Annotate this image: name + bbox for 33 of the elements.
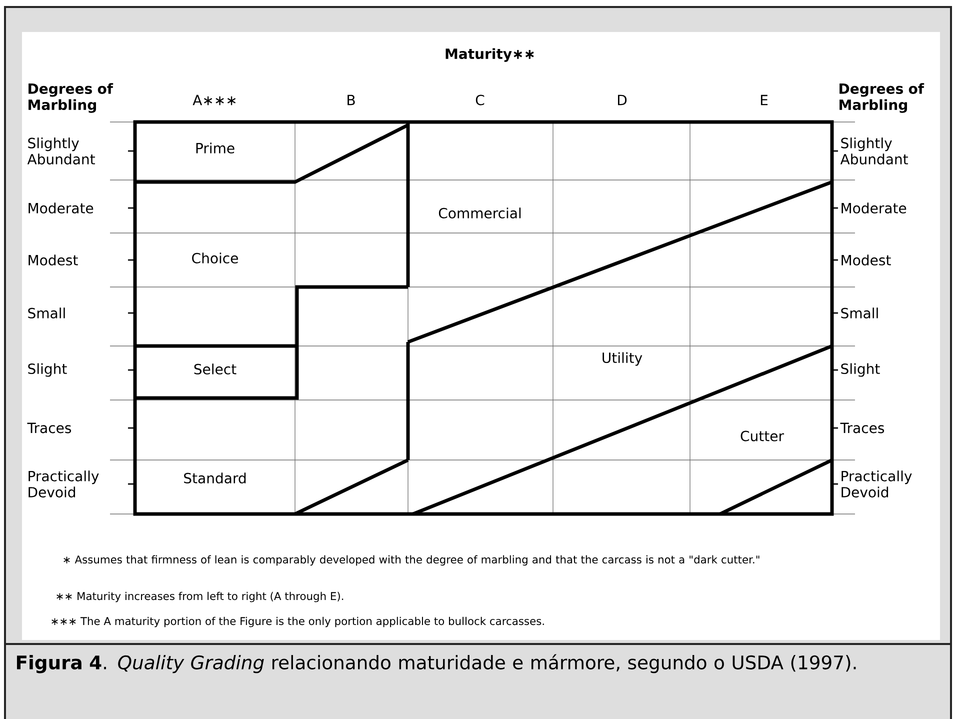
row-label: Practically Devoid <box>842 470 912 498</box>
grade-label: Choice <box>192 252 238 264</box>
column-label: C <box>476 94 484 106</box>
column-label: B <box>348 94 355 106</box>
column-label: A∗∗∗ <box>192 94 236 106</box>
row-label: Modest <box>28 254 78 266</box>
row-label: Moderate <box>28 202 94 214</box>
grade-label: Prime <box>196 142 234 154</box>
grade-label: Standard <box>184 472 246 484</box>
row-label: Slightly Abundant <box>840 138 908 164</box>
grade-label: Commercial <box>438 208 521 218</box>
grade-label: Utility <box>602 352 642 366</box>
axis-title: Maturity∗∗ <box>446 48 534 62</box>
row-label: Small <box>841 308 878 318</box>
row-label: Practically Devoid <box>28 470 99 498</box>
column-label: D <box>618 94 627 106</box>
row-label: Modest <box>842 254 891 266</box>
row-label: Slight <box>28 363 67 377</box>
grade-label: Select <box>194 364 236 374</box>
row-label: Small <box>28 308 65 318</box>
footnote: ∗∗∗ The A maturity portion of the Figure is the only portion applicable to bullock carcasses. <box>52 616 544 628</box>
column-label: E <box>760 94 768 106</box>
row-label: Traces <box>27 422 72 434</box>
footnote: ∗∗ Maturity increases from left to right (A through E). <box>56 592 344 602</box>
grade-label: Cutter <box>740 430 784 442</box>
figure-caption: Figura 4. Quality Grading relacionando maturidade e mármore, segundo o USDA (1997). <box>16 654 856 674</box>
row-label: Slightly Abundant <box>27 138 95 164</box>
axis-title: Degrees of Marbling <box>28 83 114 113</box>
footnote: ∗ Assumes that firmness of lean is comparably developed with the degree of marbling and that the carcass is not a "dark cutter." <box>64 555 760 566</box>
axis-title: Degrees of Marbling <box>840 83 924 113</box>
row-label: Moderate <box>842 202 906 214</box>
row-label: Traces <box>840 422 884 434</box>
row-label: Slight <box>841 363 880 377</box>
